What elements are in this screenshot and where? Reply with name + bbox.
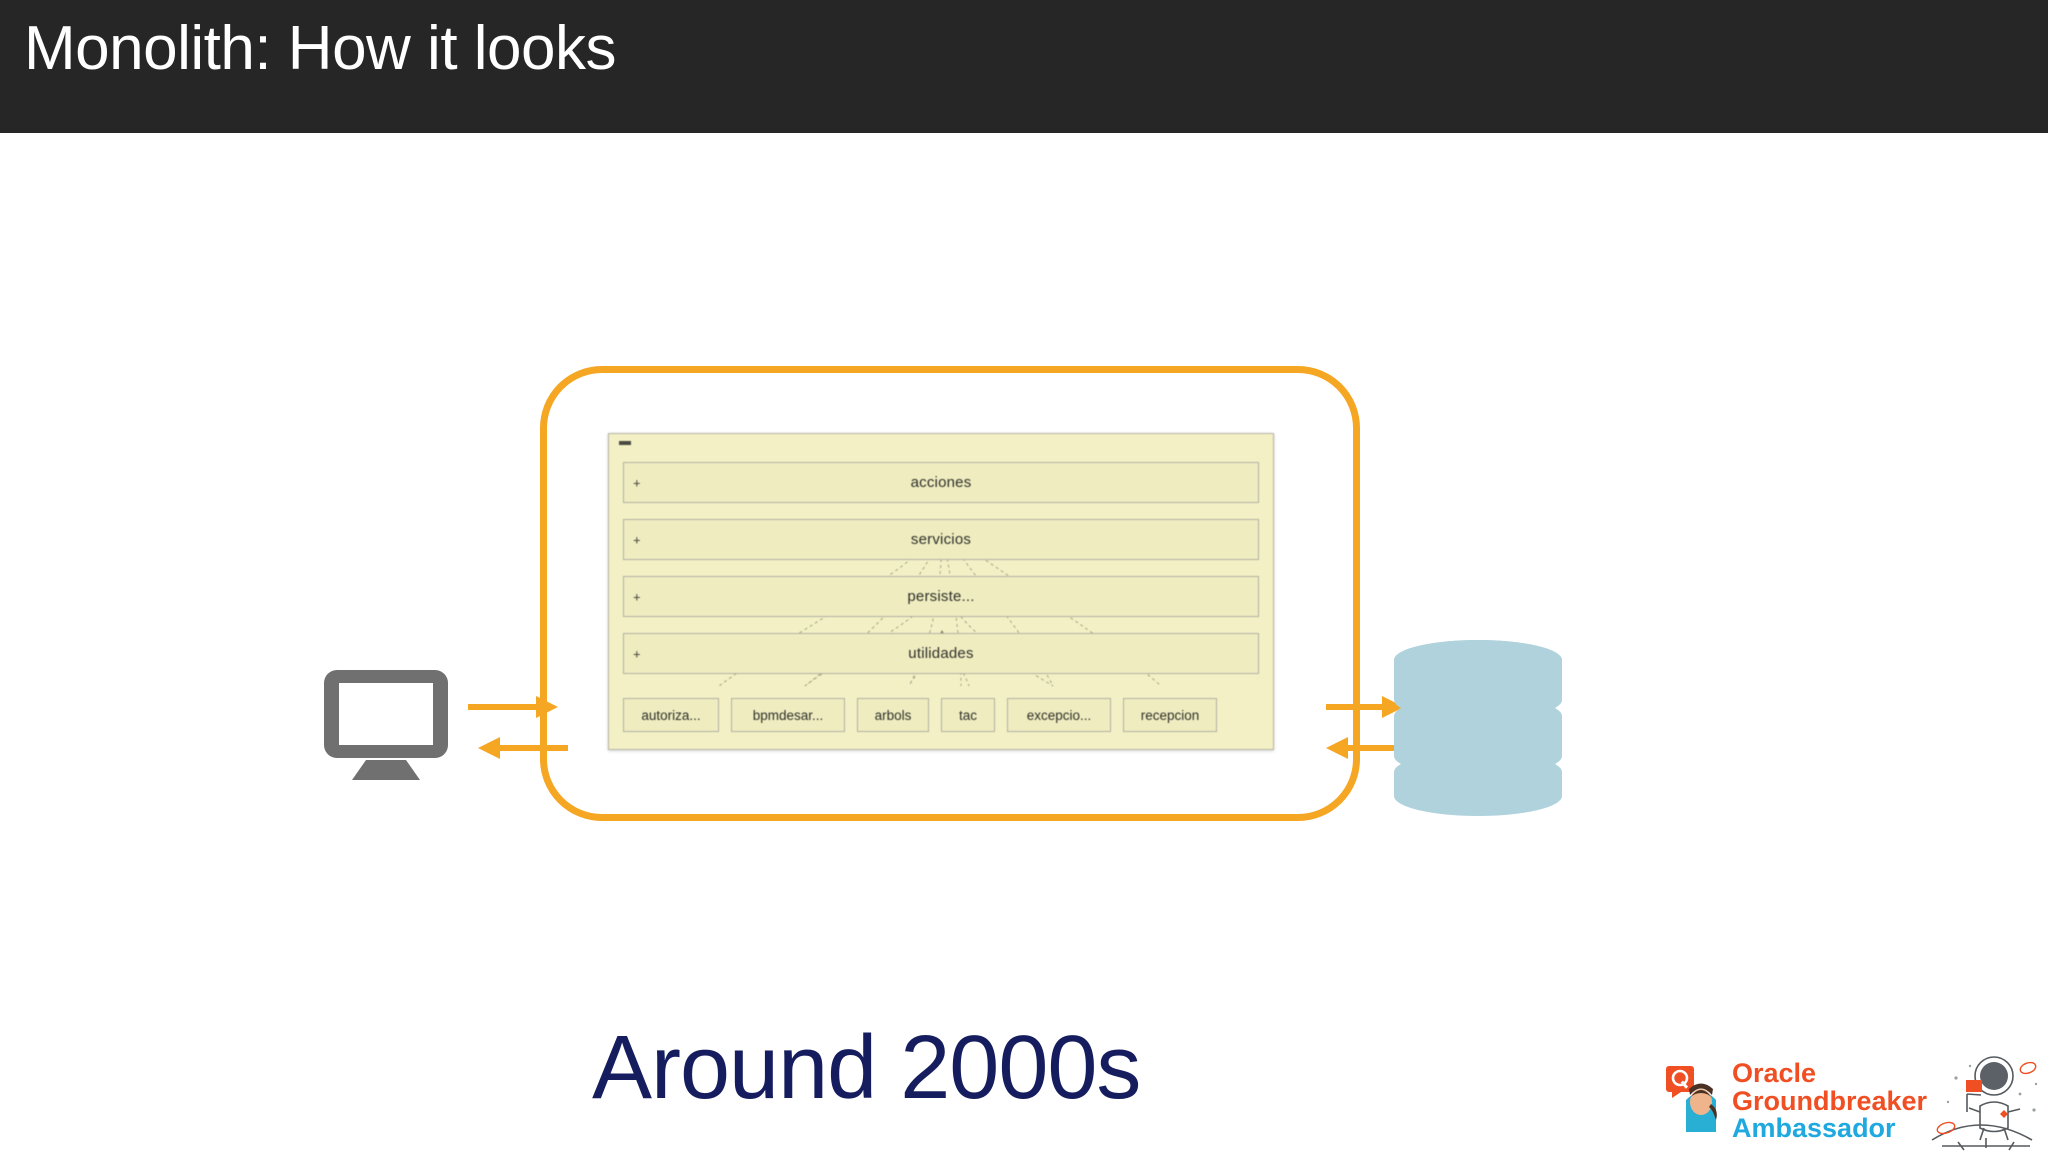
logo-line-oracle: Oracle	[1732, 1058, 1817, 1088]
logo-line-groundbreaker: Groundbreaker	[1732, 1085, 1928, 1116]
collapse-minus-icon	[619, 441, 631, 445]
oracle-groundbreaker-ambassador-logo: Oracle Groundbreaker Ambassador	[1666, 1052, 2048, 1152]
uml-layer-sign: +	[633, 589, 641, 604]
uml-component-tac: tac	[941, 698, 995, 732]
caption-around-2000s: Around 2000s	[592, 1018, 1141, 1118]
uml-component-autorizacion: autoriza...	[623, 698, 719, 732]
uml-layer-label: acciones	[910, 474, 972, 491]
uml-component-bpmdesarrollo: bpmdesar...	[731, 698, 845, 732]
slide-content-area: + acciones + servicios + persiste... + u…	[0, 133, 2048, 1152]
uml-layer-servicios: + servicios	[623, 519, 1259, 560]
database-cylinder-icon	[1394, 640, 1562, 816]
client-app-arrows	[468, 696, 568, 759]
uml-layer-utilidades: + utilidades	[623, 633, 1259, 674]
uml-layer-sign: +	[633, 646, 641, 661]
uml-component-excepciones: excepcio...	[1007, 698, 1111, 732]
uml-layer-persistencia: + persiste...	[623, 576, 1259, 617]
uml-layer-list: + acciones + servicios + persiste... + u…	[623, 462, 1259, 749]
uml-component-row: autoriza... bpmdesar... arbols tac excep…	[623, 698, 1259, 732]
slide-title-bar: Monolith: How it looks	[0, 0, 2048, 133]
uml-layer-label: persiste...	[907, 588, 975, 605]
speech-bubble-avatar-icon	[1666, 1066, 1717, 1132]
uml-component-recepcion: recepcion	[1123, 698, 1217, 732]
uml-package-diagram: + acciones + servicios + persiste... + u…	[608, 433, 1274, 750]
app-database-arrows	[1326, 696, 1406, 759]
uml-layer-sign: +	[633, 475, 641, 490]
page-title: Monolith: How it looks	[24, 14, 617, 83]
uml-component-arbols: arbols	[857, 698, 929, 732]
uml-layer-sign: +	[633, 532, 641, 547]
logo-line-ambassador: Ambassador	[1732, 1113, 1896, 1144]
uml-layer-label: servicios	[910, 531, 972, 548]
logo-wordmark: Oracle Groundbreaker Ambassador	[1732, 1058, 1932, 1144]
astronaut-icon	[1931, 1056, 2038, 1151]
monitor-icon	[324, 670, 448, 780]
uml-layer-acciones: + acciones	[623, 462, 1259, 503]
uml-layer-label: utilidades	[908, 645, 974, 662]
monolith-boundary	[540, 366, 1360, 821]
